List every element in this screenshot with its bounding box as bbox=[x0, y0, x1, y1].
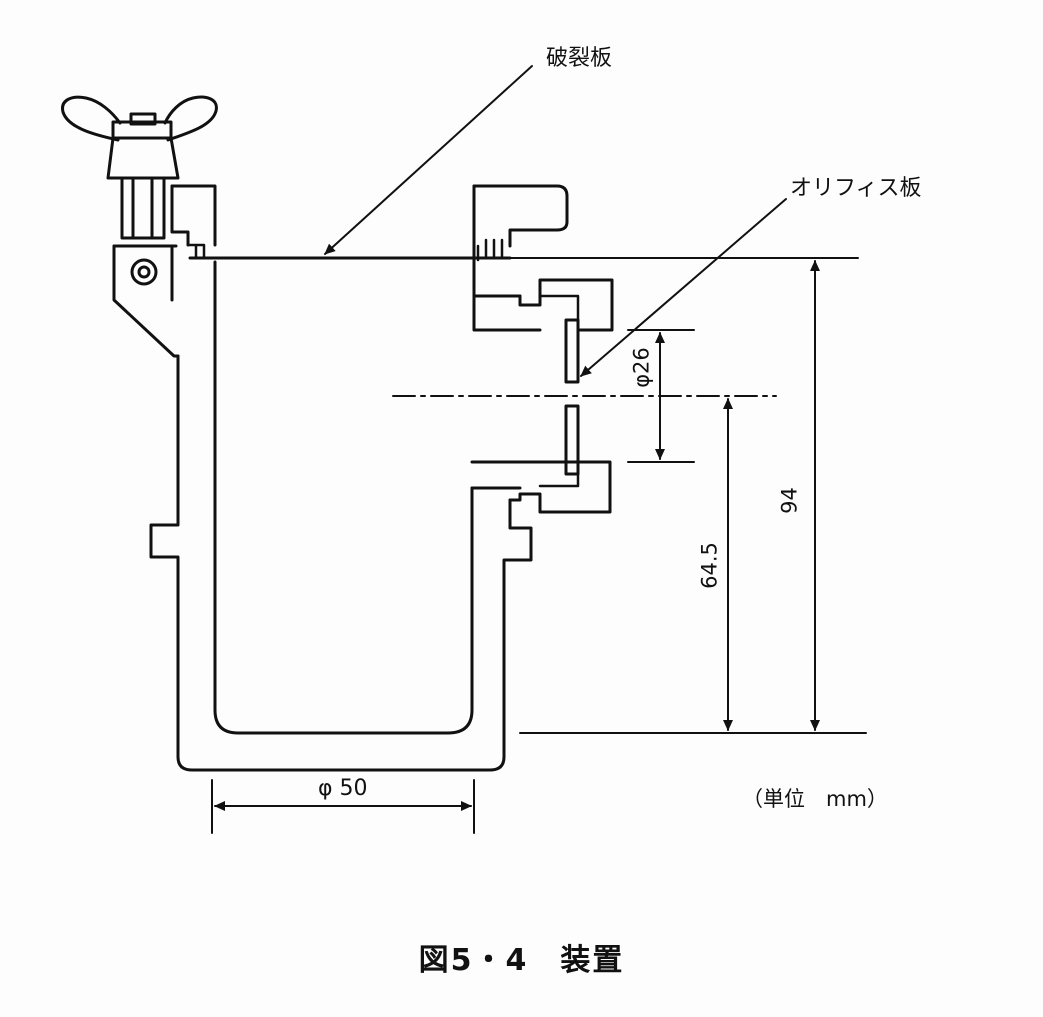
clamp-bracket bbox=[112, 244, 180, 358]
dimension-arrows bbox=[214, 260, 820, 811]
total-height-label: 94 bbox=[777, 487, 802, 514]
axis-height-label: 64.5 bbox=[697, 542, 722, 589]
unit-label: （単位 mm） bbox=[742, 787, 888, 811]
extension-lines bbox=[211, 257, 867, 834]
orifice-plate bbox=[538, 294, 580, 488]
figure-caption: 図5・4 装置 bbox=[418, 943, 625, 978]
wing-nut-icon bbox=[61, 95, 218, 240]
rupture-disc-label: 破裂板 bbox=[546, 46, 613, 71]
orifice-diameter-label: φ26 bbox=[629, 347, 654, 388]
leader-lines bbox=[324, 65, 787, 377]
base-diameter-label: φ 50 bbox=[318, 776, 368, 801]
orifice-plate-label: オリフィス板 bbox=[790, 176, 922, 201]
vessel-body bbox=[149, 184, 614, 772]
